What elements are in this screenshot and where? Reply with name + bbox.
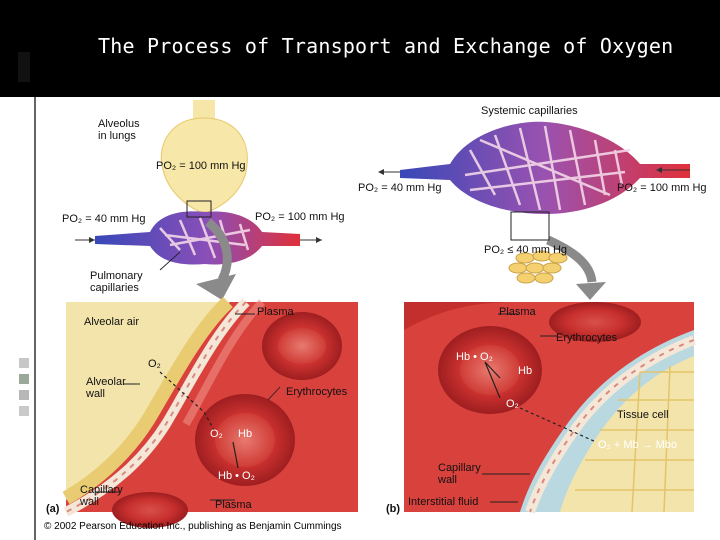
panel-b-label: (b) xyxy=(386,503,401,515)
alveolus-illustration xyxy=(160,100,248,213)
tissue-cells-cluster xyxy=(508,250,568,284)
zoom-arrow-left xyxy=(196,218,236,300)
systemic-capillaries xyxy=(378,121,690,241)
po2-tissue-label: PO₂ ≤ 40 mm Hg xyxy=(484,244,568,256)
tissue-cell-label: Tissue cell xyxy=(617,409,669,421)
capillary-wall-label-b: Capillary wall xyxy=(438,462,481,486)
copyright-notice: © 2002 Pearson Education Inc., publishin… xyxy=(44,521,342,532)
po2-systemic-out-label: PO₂ = 40 mm Hg xyxy=(358,182,442,194)
po2-pulmonary-out-label: PO₂ = 100 mm Hg xyxy=(255,211,345,223)
erythrocytes-label-b: Erythrocytes xyxy=(556,332,618,344)
left-deco-line xyxy=(34,97,36,540)
deco-swatch xyxy=(19,406,29,416)
hbo2-label-a: Hb • O₂ xyxy=(218,470,255,482)
deco-swatch xyxy=(19,374,29,384)
hbo2-label-b: Hb • O₂ xyxy=(456,351,493,363)
o2-label-a2: O₂ xyxy=(210,428,223,440)
systemic-capillaries-label: Systemic capillaries xyxy=(481,105,578,117)
hb-label-a: Hb xyxy=(238,428,253,440)
deco-swatch xyxy=(19,358,29,368)
leader-lines xyxy=(96,251,557,503)
o2-label-b: O₂ xyxy=(506,398,519,410)
po2-systemic-in-label: PO₂ = 100 mm Hg xyxy=(617,182,707,194)
alveolar-air-label: Alveolar air xyxy=(84,316,140,328)
hb-label-b: Hb xyxy=(518,365,533,377)
panel-a-label: (a) xyxy=(46,503,60,515)
plasma-label-b: Plasma xyxy=(499,306,536,318)
o2-myoglobin-label: O₂ + Mb → Mbo xyxy=(598,439,678,451)
po2-alveolus-label: PO₂ = 100 mm Hg xyxy=(156,160,246,172)
slide-title: The Process of Transport and Exchange of… xyxy=(98,34,674,58)
deco-swatch xyxy=(19,390,29,400)
alveolar-wall-label: Alveolar wall xyxy=(86,376,126,400)
interstitial-fluid-label: Interstitial fluid xyxy=(408,496,479,508)
left-deco-block xyxy=(18,52,30,82)
po2-pulmonary-in-label: PO₂ = 40 mm Hg xyxy=(62,213,146,225)
title-bar xyxy=(0,0,720,97)
panel-a-illustration xyxy=(62,296,358,528)
zoom-arrow-right xyxy=(546,235,606,300)
pulmonary-capillaries-label: Pulmonary capillaries xyxy=(90,270,143,294)
capillary-wall-label-a: Capillary wall xyxy=(80,484,123,508)
alveolus-label: Alveolus in lungs xyxy=(98,118,140,142)
panel-b-illustration xyxy=(404,302,696,514)
plasma-bottom-label: Plasma xyxy=(215,499,252,511)
plasma-top-label: Plasma xyxy=(257,306,294,318)
erythrocytes-label-a: Erythrocytes xyxy=(286,386,348,398)
o2-diffusion-label-a: O₂ xyxy=(148,358,161,370)
